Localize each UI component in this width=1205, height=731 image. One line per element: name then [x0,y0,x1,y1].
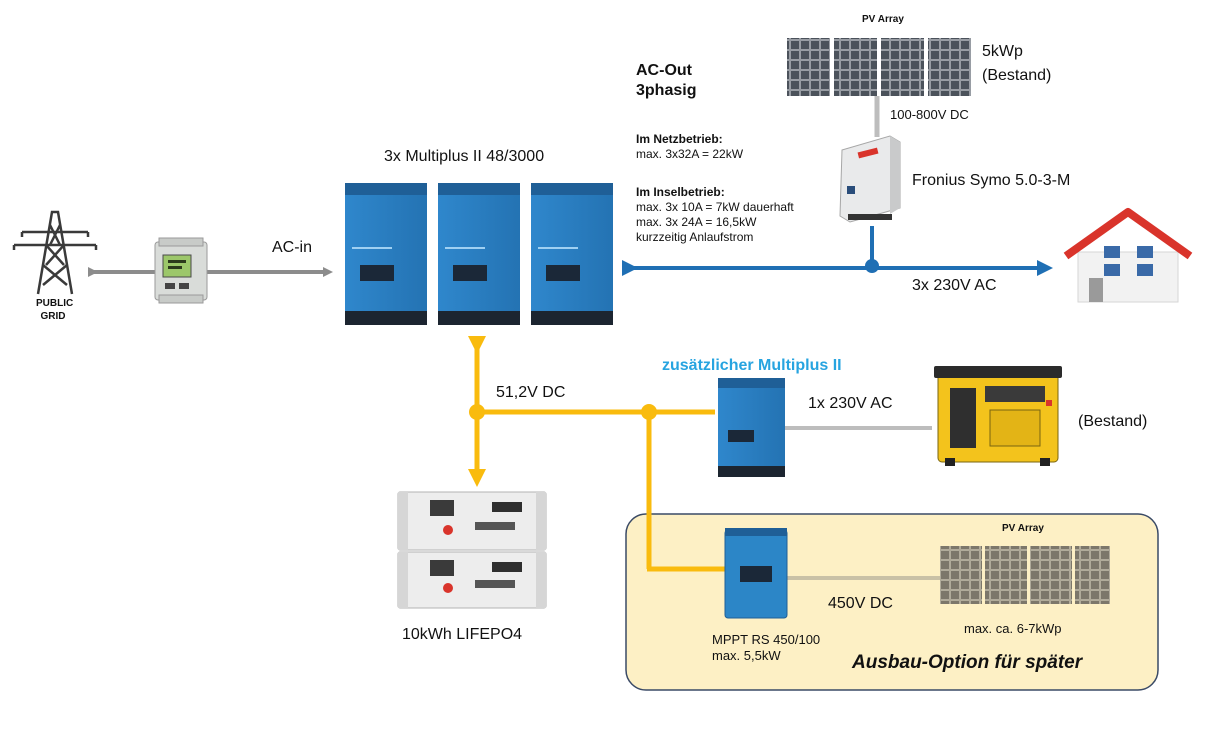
netzbetrieb-title: Im Netzbetrieb: [636,132,723,146]
inselbetrieb-line3: kurzzeitig Anlaufstrom [636,230,754,244]
public-grid-line1: PUBLIC [36,298,74,309]
multiplus-inverter-2 [438,183,520,325]
pv-bottom-power: max. ca. 6-7kWp [964,621,1062,636]
ac-junction [865,259,879,273]
extra-multiplus-inverter [718,378,785,477]
netzbetrieb-block: Im Netzbetrieb: max. 3x32A = 22kW [636,132,743,162]
ac-out-title: AC-Out 3phasig [636,61,696,101]
generator-bestand-label: (Bestand) [1078,413,1148,430]
ausbau-label: Ausbau-Option für später [852,652,1083,673]
mppt-line2: max. 5,5kW [712,648,781,664]
fronius-label: Fronius Symo 5.0-3-M [912,172,1071,189]
pv-top-voltage: 100-800V DC [890,107,969,122]
generator-ac-label: 1x 230V AC [808,395,893,412]
ac-in-label: AC-in [272,239,313,256]
pv-bottom-voltage: 450V DC [828,595,893,612]
inselbetrieb-line2: max. 3x 24A = 16,5kW [636,215,757,229]
inselbetrieb-line1: max. 3x 10A = 7kW dauerhaft [636,200,794,214]
pv-array-bottom-icon [940,546,1110,604]
pv-array-top-label: PV Array [862,14,904,25]
diesel-generator-icon [934,366,1062,466]
battery-module-1 [397,491,547,551]
pv-array-top-icon [787,38,971,96]
ac-out-line1: AC-Out [636,62,692,79]
multiplus-inverter-1 [345,183,427,325]
public-grid-label: PUBLIC GRID [36,298,74,323]
netzbetrieb-value: max. 3x32A = 22kW [636,147,744,161]
dc-junction-left [469,404,485,420]
battery-label: 10kWh LIFEPO4 [402,626,523,643]
pv-top-power: 5kWp [982,43,1023,60]
pv-top-bestand: (Bestand) [982,67,1052,84]
dc-junction-right [641,404,657,420]
mppt-charger-icon [724,528,788,619]
pv-array-bottom-label: PV Array [1002,523,1044,534]
fronius-inverter-icon [839,135,901,223]
house-icon [1063,208,1193,303]
power-tower-icon [12,210,98,295]
mppt-label: MPPT RS 450/100 max. 5,5kW [712,632,820,665]
battery-module-2 [397,551,547,609]
mppt-line1: MPPT RS 450/100 [712,632,821,647]
dc-bus-label: 51,2V DC [496,384,566,401]
house-ac-label: 3x 230V AC [912,277,997,294]
inselbetrieb-title: Im Inselbetrieb: [636,185,725,199]
multiplus-group-label: 3x Multiplus II 48/3000 [384,148,545,165]
energy-meter-icon [154,237,208,304]
multiplus-inverter-3 [531,183,613,325]
inselbetrieb-block: Im Inselbetrieb: max. 3x 10A = 7kW dauer… [636,185,794,245]
extra-multiplus-label: zusätzlicher Multiplus II [662,357,842,374]
public-grid-line2: GRID [40,310,66,322]
ac-out-line2: 3phasig [636,82,697,99]
